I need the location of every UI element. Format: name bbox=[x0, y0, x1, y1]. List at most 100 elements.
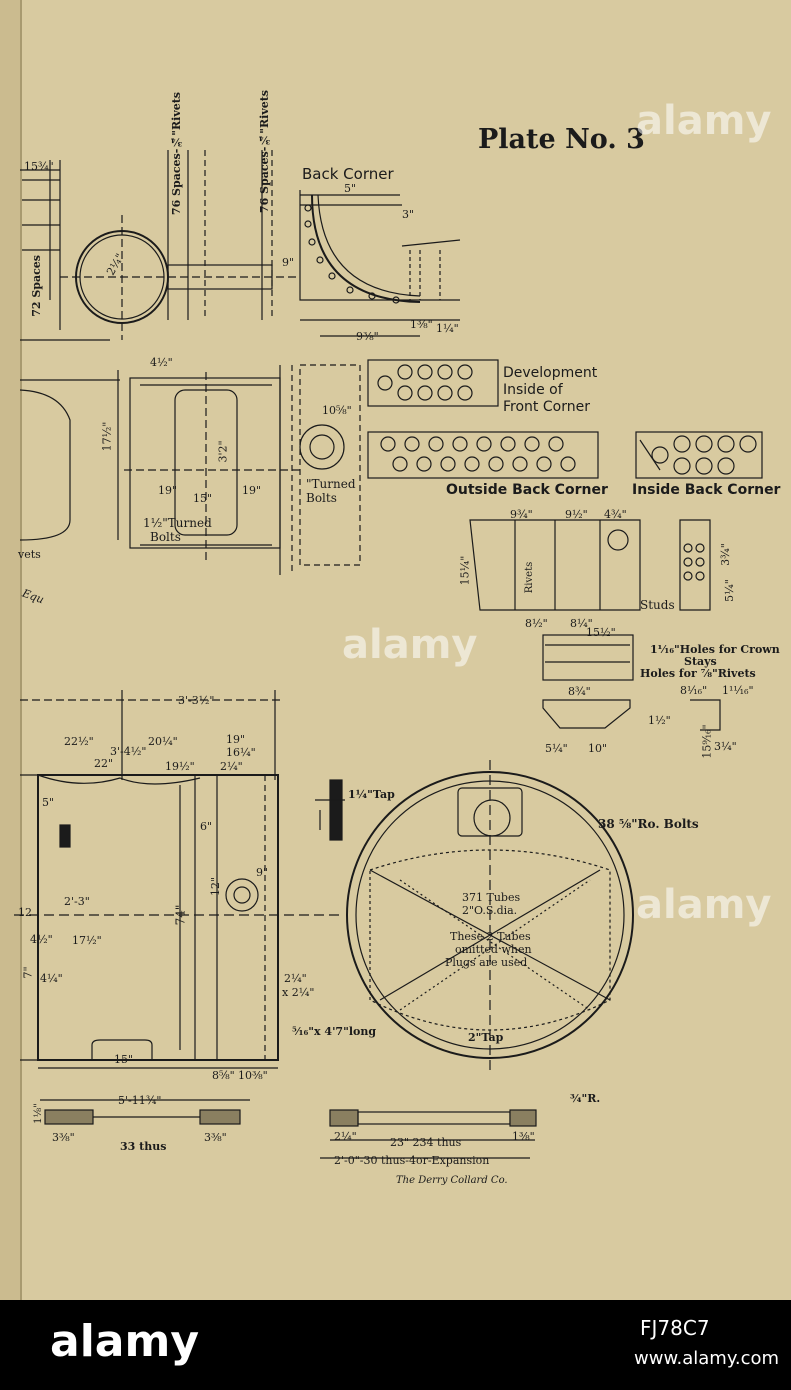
dim-5: 5" bbox=[344, 182, 357, 195]
dim-3-3-8a: 3⅜" bbox=[52, 1131, 75, 1144]
left-vets-label: vets bbox=[18, 548, 41, 561]
rivet-spaces-label-1: 76 Spaces-¾"Rivets bbox=[170, 92, 183, 216]
holes-crown-2: Stays bbox=[684, 655, 717, 668]
omitted-label-2: omitted when bbox=[455, 943, 532, 956]
dim-1-1-8: 1⅛" bbox=[32, 1103, 44, 1124]
dim-8-1-2: 8½" bbox=[525, 617, 548, 630]
footer-brand: alamy bbox=[50, 1316, 199, 1367]
flange-hole-view bbox=[20, 150, 300, 341]
dim-3-1-4: 3¼" bbox=[714, 740, 737, 753]
dim-9-3-8: 9⅜" bbox=[356, 330, 379, 343]
dim-10: 10" bbox=[588, 742, 608, 755]
dim-4-1-2b: 4½" bbox=[30, 933, 53, 946]
thus-234-label: 23" 234 thus bbox=[390, 1136, 462, 1149]
dim-15-1-4: 15¼" bbox=[458, 555, 472, 586]
stock-footer-bar: alamy FJ78C7 www.alamy.com bbox=[0, 1300, 791, 1390]
dim-9-1-2: 9½" bbox=[565, 508, 588, 521]
development-label-2: Inside of bbox=[503, 382, 563, 398]
page-spine bbox=[0, 0, 22, 1300]
dim-2-3: 2'-3" bbox=[64, 895, 90, 908]
plate-title: Plate No. 3 bbox=[478, 124, 645, 155]
shell-elevation bbox=[14, 690, 340, 1069]
dim-8-1-4: 8¼" bbox=[570, 617, 593, 630]
omitted-label-1: These 2 Tubes bbox=[450, 930, 531, 943]
rivet-spaces-label-2: 76 Spaces-¾"Rivets bbox=[258, 90, 271, 214]
dim-8-1-16: 8¹⁄₁₆" bbox=[680, 684, 708, 697]
turned-bolts-2b: Bolts bbox=[306, 491, 337, 505]
dim-19c: 19" bbox=[226, 733, 246, 746]
dim-19-1-2: 19½" bbox=[165, 760, 195, 773]
footer-site: www.alamy.com bbox=[634, 1348, 780, 1369]
dim-2-1-4b: 2¼" bbox=[220, 760, 243, 773]
dim-15: 15" bbox=[193, 492, 213, 505]
stay-bolts bbox=[40, 1099, 537, 1159]
dim-4-1-2: 4½" bbox=[150, 356, 173, 369]
dim-74: 74" bbox=[173, 904, 188, 926]
dim-22: 22" bbox=[94, 757, 114, 770]
dim-15-1-2: 15½" bbox=[586, 626, 616, 639]
ro-bolts-label: 38 ⅝"Ro. Bolts bbox=[598, 817, 699, 831]
dim-1-3-8: 1⅜" bbox=[410, 318, 433, 331]
development-label-3: Front Corner bbox=[503, 399, 590, 415]
dim-20-1-4: 20¼" bbox=[148, 735, 178, 748]
tap-label-2: 2"Tap bbox=[468, 1031, 504, 1044]
num-12: 12 bbox=[18, 906, 32, 919]
credit-label: The Derry Collard Co. bbox=[396, 1175, 508, 1186]
dim-16-1-4: 16¼" bbox=[226, 746, 256, 759]
turned-bolts-1b: Bolts bbox=[150, 530, 181, 544]
dim-19b: 19" bbox=[242, 484, 262, 497]
dim-1-3-8b: 1⅜" bbox=[512, 1130, 535, 1143]
dim-17-1-2b: 17½" bbox=[72, 934, 102, 947]
turned-bolts-2: "Turned bbox=[306, 477, 356, 491]
tubes-label-2: 2"O.S.dia. bbox=[462, 904, 518, 917]
tap-label-1: 1¼"Tap bbox=[348, 788, 395, 801]
dim-2-1-4d: 2¼" bbox=[334, 1130, 357, 1143]
crown-stay-plates bbox=[469, 519, 721, 731]
drawing-sheet: Plate No. 3 Back Corner 76 Spaces-¾"Rive… bbox=[0, 0, 791, 1300]
dim-9-3-4: 9¾" bbox=[510, 508, 533, 521]
dim-3: 3" bbox=[402, 208, 415, 221]
dim-15b: 15" bbox=[114, 1053, 134, 1066]
rivets-small-label: Rivets bbox=[524, 561, 536, 594]
dim-8-3-4: 8¾" bbox=[568, 685, 591, 698]
development-front-corner bbox=[367, 359, 499, 407]
expansion-label: 2'-0"-30 thus-4or-Expansion bbox=[334, 1154, 490, 1167]
dim-6: 6" bbox=[200, 820, 213, 833]
dim-4-1-4: 4¼" bbox=[40, 972, 63, 985]
outside-back-corner-label: Outside Back Corner bbox=[446, 482, 608, 498]
dim-5b: 5" bbox=[42, 796, 55, 809]
dim-8-5-8: 8⅝" bbox=[212, 1069, 235, 1082]
r-label: ¾"R. bbox=[570, 1092, 601, 1105]
watermark-logo-center: alamy bbox=[342, 622, 478, 668]
tubes-label-1: 371 Tubes bbox=[462, 891, 521, 904]
dim-15-3-4: 15¾" bbox=[24, 160, 54, 173]
studs-label: Studs bbox=[640, 598, 675, 612]
dim-7: 7" bbox=[21, 966, 35, 979]
dim-17-1-2: 17½" bbox=[100, 421, 114, 452]
holes-crown-1: 1⅟₁₆"Holes for Crown bbox=[650, 643, 780, 656]
turned-bolts-1: 1½"Turned bbox=[143, 516, 212, 530]
dim-2-1-4c: 2¼" bbox=[284, 972, 307, 985]
dim-5-11-3-4: 5'-11¾" bbox=[118, 1094, 162, 1107]
omitted-label-3: Plugs are used bbox=[445, 956, 528, 969]
dim-9: 9" bbox=[282, 256, 295, 269]
dim-22-1-2: 22½" bbox=[64, 735, 94, 748]
dim-3-2: 3'2" bbox=[216, 440, 230, 463]
dim-5-1-4: 5¼" bbox=[722, 579, 736, 602]
dim-10-3-8: 10⅜" bbox=[238, 1069, 268, 1082]
thus-33-label: 33 thus bbox=[120, 1140, 167, 1153]
watermark-logo-top-right: alamy bbox=[636, 98, 772, 144]
tube-sheet-circle bbox=[315, 760, 634, 1070]
inside-back-corner-label: Inside Back Corner bbox=[632, 482, 781, 498]
dim-19a: 19" bbox=[158, 484, 178, 497]
dim-x-2-1-4: x 2¼" bbox=[282, 986, 315, 999]
dim-1-1-2: 1½" bbox=[648, 714, 671, 727]
back-corner-view bbox=[299, 190, 461, 337]
dim-1-11-16: 1¹¹⁄₁₆" bbox=[722, 684, 754, 697]
dim-12: 12" bbox=[209, 876, 223, 897]
footer-image-id: FJ78C7 bbox=[640, 1316, 710, 1340]
holes-rivets: Holes for ⅞"Rivets bbox=[640, 667, 756, 680]
dim-10-5-8: 10⅝" bbox=[322, 404, 352, 417]
dim-9b: 9" bbox=[256, 866, 269, 879]
dim-4-3-4: 4¾" bbox=[604, 508, 627, 521]
